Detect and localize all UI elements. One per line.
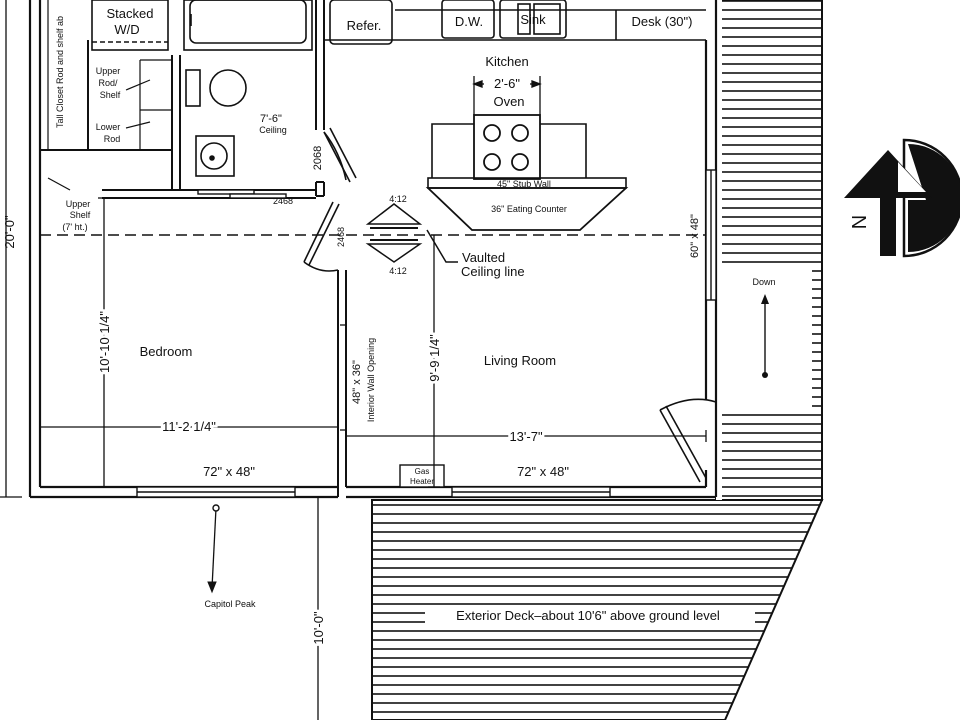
label-tall-closet: Tall Closet Rod and shelf ab: [55, 16, 65, 128]
compass-letter: N: [849, 215, 871, 229]
stacked-washer-dryer: [91, 0, 169, 51]
east-window: [705, 169, 717, 301]
bathroom-sink: [195, 135, 235, 177]
dim-overall-depth: 20'-0": [2, 215, 17, 249]
oven-range: [473, 114, 541, 180]
north-arrow-icon: [844, 138, 960, 258]
living-room-window: [451, 486, 611, 498]
label-upper-shelf-3: (7' ht.): [62, 222, 87, 232]
toilet: [185, 69, 247, 107]
exterior-deck-east: [715, 0, 823, 501]
dim-bedroom-width: 11'-2 1/4": [162, 419, 216, 434]
view-arrow: [207, 504, 220, 594]
label-bath-door: 2068: [312, 146, 324, 170]
room-label-living-room: Living Room: [484, 353, 556, 368]
label-dishwasher: D.W.: [455, 14, 483, 29]
bedroom-window: [136, 486, 296, 498]
label-oven: Oven: [493, 94, 524, 109]
label-ceiling-line: Ceiling line: [461, 264, 525, 279]
vaulted-ceiling-line: [40, 229, 706, 263]
label-lower-rod-2: Rod: [104, 134, 121, 144]
label-east-window: 60" x 48": [689, 214, 701, 258]
label-gas-heater-2: Heater: [410, 477, 434, 486]
oven-dimension-line: [472, 76, 542, 115]
exterior-deck-south: [371, 499, 824, 720]
closet-sliding-door: [197, 189, 287, 199]
interior-walls: [40, 0, 347, 497]
label-capitol-peak: Capitol Peak: [204, 599, 256, 609]
label-bedroom-window: 72" x 48": [203, 464, 255, 479]
room-label-bedroom: Bedroom: [140, 344, 193, 359]
bathtub: [183, 0, 313, 51]
label-upper-rod-3: Shelf: [100, 90, 121, 100]
label-vaulted: Vaulted: [462, 250, 505, 265]
label-gas-heater: Gas: [415, 467, 430, 476]
label-down: Down: [752, 277, 775, 287]
exterior-deck-stair: [722, 268, 812, 413]
label-exterior-deck: Exterior Deck–about 10'6" above ground l…: [456, 608, 720, 623]
label-upper-rod-2: Rod/: [98, 78, 118, 88]
dim-living-depth: 9'-9 1/4": [427, 334, 442, 382]
label-sink: Sink: [520, 12, 546, 27]
label-upper-shelf-2: Shelf: [70, 210, 91, 220]
gas-heater: [399, 464, 445, 488]
label-stacked-wd: Stacked: [107, 6, 154, 21]
pitch-arrows: [365, 203, 423, 263]
entry-door: [659, 398, 717, 483]
dim-living-width: 13'-7": [509, 429, 543, 444]
label-upper-shelf: Upper: [66, 199, 91, 209]
dim-deck-depth: 10'-0": [311, 611, 326, 645]
label-living-window: 72" x 48": [517, 464, 569, 479]
label-upper-rod: Upper: [96, 66, 121, 76]
label-ceiling: Ceiling: [259, 125, 287, 135]
label-oven-width: 2'-6": [494, 76, 520, 91]
kitchen-counter: [324, 0, 706, 45]
dimension-lines: [0, 0, 707, 720]
label-lower-rod: Lower: [96, 122, 121, 132]
label-closet-door: 2468: [273, 196, 293, 206]
label-pitch-lower: 4:12: [389, 266, 407, 276]
bedroom-door: [303, 201, 340, 272]
bath-door: [323, 127, 357, 183]
closet-rods: [47, 0, 172, 191]
label-stub-wall: 45" Stub Wall: [497, 179, 551, 189]
label-interior-opening-size: 48" x 36": [351, 360, 363, 404]
label-stacked-wd-2: W/D: [114, 22, 139, 37]
label-pitch-upper: 4:12: [389, 194, 407, 204]
label-ceiling-height: 7'-6": [260, 113, 282, 125]
label-bedroom-door: 2468: [336, 227, 346, 247]
label-eating-counter: 36" Eating Counter: [491, 204, 567, 214]
label-refrigerator: Refer.: [347, 18, 382, 33]
label-desk: Desk (30"): [632, 14, 693, 29]
eating-counter: [425, 187, 629, 231]
label-interior-opening: Interior Wall Opening: [366, 338, 376, 422]
dim-bedroom-depth: 10'-10 1/4": [97, 311, 112, 373]
room-label-kitchen: Kitchen: [485, 54, 528, 69]
